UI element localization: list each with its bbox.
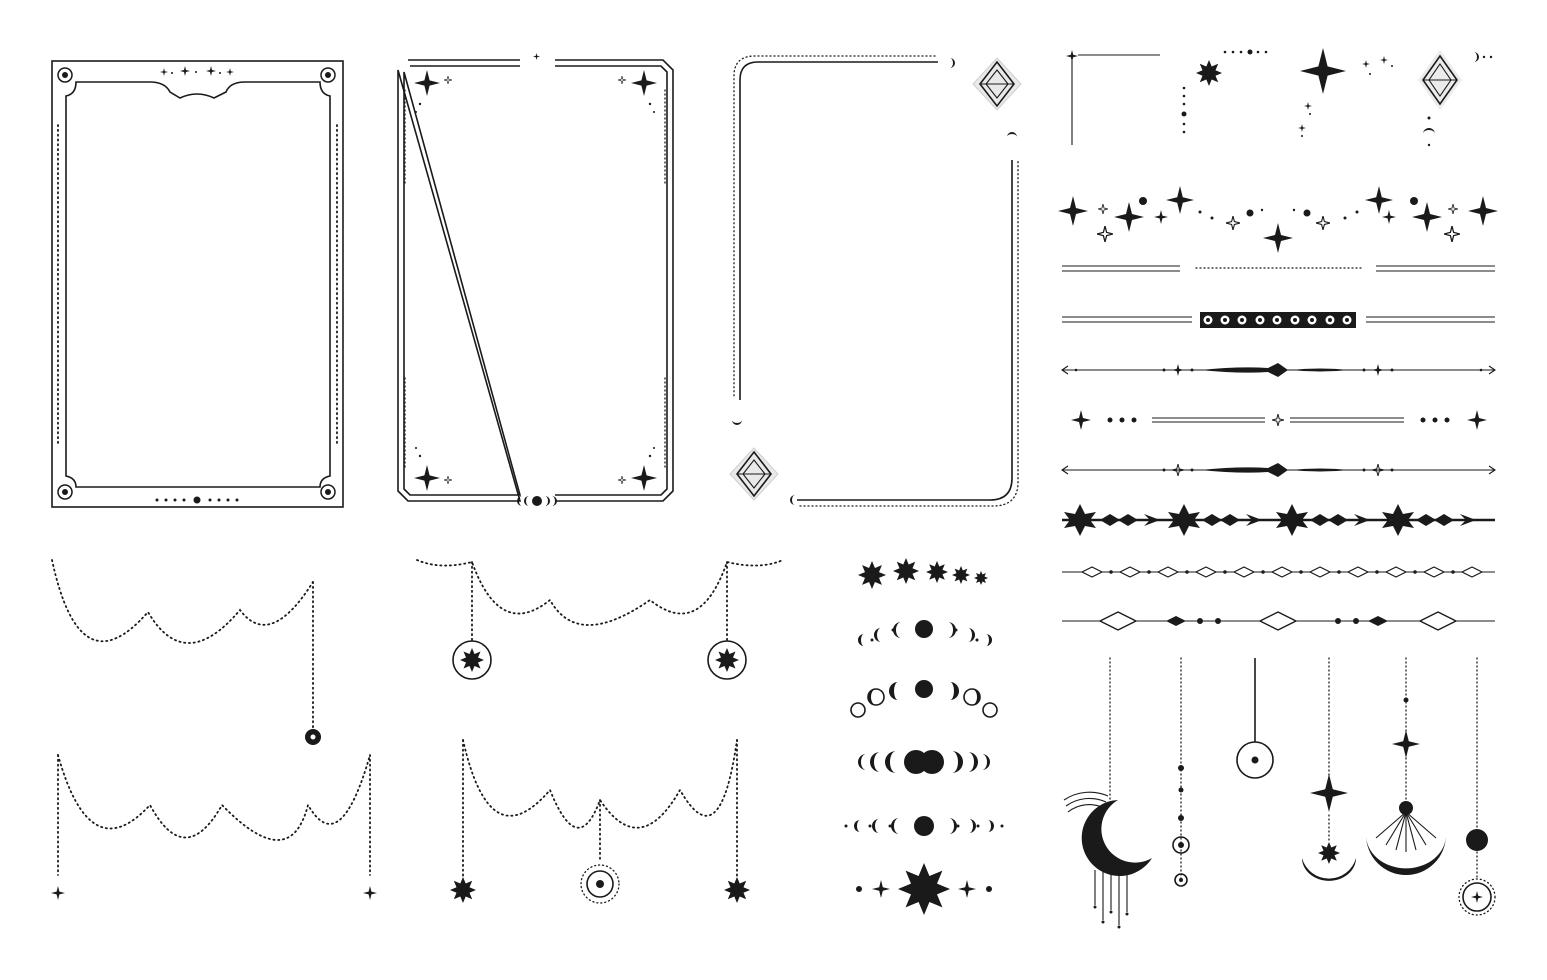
garland-set xyxy=(51,559,784,904)
moon-phase-set xyxy=(844,558,1004,915)
hanging-disc xyxy=(1236,658,1274,779)
hanging-charm-set xyxy=(1063,657,1496,929)
hanging-sunrise-moon xyxy=(1366,657,1446,875)
divider-set xyxy=(1061,265,1496,631)
divider-bold-star-arrows xyxy=(1062,504,1495,536)
moon-row-straight xyxy=(844,816,1004,836)
divider-arrow-diamond-2 xyxy=(1061,463,1496,477)
hanging-crescent xyxy=(1063,657,1152,929)
hanging-orb xyxy=(1458,657,1496,916)
hanging-star-moon xyxy=(1302,657,1356,881)
sun-row xyxy=(858,558,988,589)
frame-scalloped-dotted xyxy=(51,60,344,508)
divider-arrow-diamond-1 xyxy=(1061,363,1496,377)
divider-ring-band xyxy=(1062,312,1495,328)
garland-suns-medallion xyxy=(450,739,750,904)
divider-star-double-line xyxy=(1071,410,1487,430)
garland-medallions xyxy=(416,559,784,680)
hanging-bead-string xyxy=(1172,657,1190,887)
sparkle-row xyxy=(1058,186,1498,253)
divider-double-dotted xyxy=(1062,265,1495,272)
garland-scallop-sparkles xyxy=(51,754,377,900)
moon-arc-large xyxy=(850,680,998,718)
garland-scallop-right-pendant xyxy=(51,559,321,745)
corner-ornament-set xyxy=(1066,48,1493,147)
frame-diamond-corner xyxy=(729,55,1022,507)
frame-starry-moon xyxy=(397,53,674,506)
moon-phase-row xyxy=(858,750,990,774)
moon-arc-small xyxy=(858,620,992,646)
sun-sparkle-row xyxy=(856,863,992,915)
divider-small-diamonds xyxy=(1062,566,1495,578)
divider-large-diamonds xyxy=(1062,611,1495,631)
